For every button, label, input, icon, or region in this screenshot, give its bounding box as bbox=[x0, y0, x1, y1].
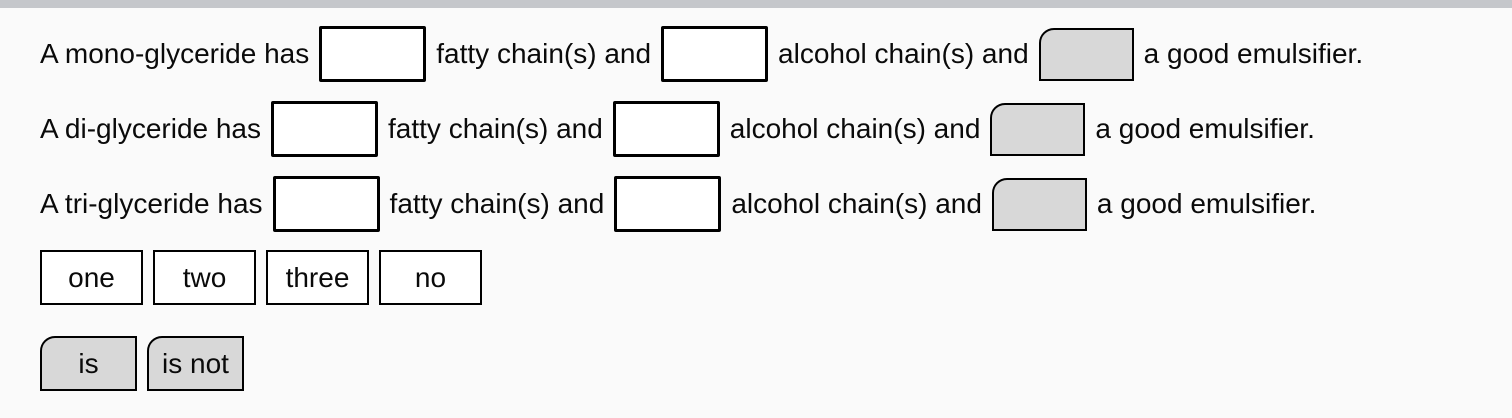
blank-di-fatty-count[interactable] bbox=[271, 101, 379, 157]
word-chip-is[interactable]: is bbox=[40, 336, 137, 391]
sentence-mid1: fatty chain(s) and bbox=[389, 188, 605, 219]
sentence-mid1: fatty chain(s) and bbox=[436, 38, 652, 69]
word-chip-is-not[interactable]: is not bbox=[147, 336, 244, 391]
blank-tri-alcohol-count[interactable] bbox=[614, 176, 722, 232]
sentence-suffix: a good emulsifier. bbox=[1095, 113, 1315, 144]
sentence-mid2: alcohol chain(s) and bbox=[778, 38, 1029, 69]
quiz-content: A mono-glyceride has fatty chain(s) and … bbox=[0, 8, 1512, 391]
top-divider-bar bbox=[0, 0, 1512, 8]
blank-mono-fatty-count[interactable] bbox=[319, 26, 427, 82]
blank-mono-alcohol-count[interactable] bbox=[661, 26, 769, 82]
sentence-mid2: alcohol chain(s) and bbox=[731, 188, 982, 219]
word-chip-one[interactable]: one bbox=[40, 250, 143, 305]
sentence-mono-glyceride: A mono-glyceride has fatty chain(s) and … bbox=[40, 25, 1512, 83]
word-chip-two[interactable]: two bbox=[153, 250, 256, 305]
word-chip-no[interactable]: no bbox=[379, 250, 482, 305]
blank-tri-fatty-count[interactable] bbox=[272, 176, 380, 232]
word-chip-three[interactable]: three bbox=[266, 250, 369, 305]
sentence-tri-glyceride: A tri-glyceride has fatty chain(s) and a… bbox=[40, 175, 1512, 233]
blank-di-alcohol-count[interactable] bbox=[612, 101, 720, 157]
sentence-mid2: alcohol chain(s) and bbox=[729, 113, 981, 144]
sentence-suffix: a good emulsifier. bbox=[1096, 188, 1317, 219]
word-bank-verbs: is is not bbox=[40, 336, 1512, 391]
drop-di-is-emulsifier[interactable] bbox=[990, 102, 1086, 156]
sentence-di-glyceride: A di-glyceride has fatty chain(s) and al… bbox=[40, 100, 1512, 158]
sentence-prefix: A mono-glyceride has bbox=[40, 38, 310, 69]
drop-mono-is-emulsifier[interactable] bbox=[1038, 27, 1134, 81]
sentence-mid1: fatty chain(s) and bbox=[388, 113, 603, 144]
sentence-suffix: a good emulsifier. bbox=[1143, 38, 1364, 69]
sentence-prefix: A tri-glyceride has bbox=[40, 188, 263, 219]
drop-tri-is-emulsifier[interactable] bbox=[991, 177, 1087, 231]
word-bank-quantities: one two three no bbox=[40, 250, 1512, 305]
sentence-prefix: A di-glyceride has bbox=[40, 113, 262, 144]
